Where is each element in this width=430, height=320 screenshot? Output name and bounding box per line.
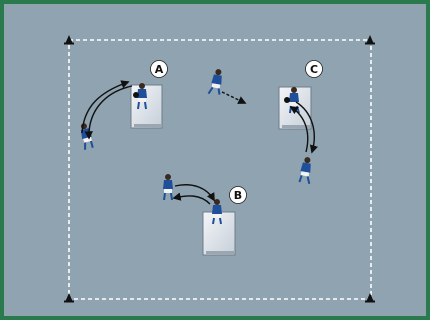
- svg-text:B: B: [234, 189, 242, 202]
- pass-arrow: [81, 80, 130, 134]
- pass-arrow: [172, 192, 211, 205]
- pass-arrow: [289, 106, 309, 153]
- svg-text:A: A: [155, 63, 164, 76]
- player-icon: [212, 199, 222, 225]
- station-label-a: A: [150, 60, 168, 78]
- player-icon: [207, 69, 222, 95]
- svg-text:C: C: [310, 63, 318, 76]
- pass-arrow: [174, 184, 215, 202]
- cone-icon: [64, 293, 74, 303]
- playing-area-boundary: [68, 39, 372, 300]
- station-label-c: C: [305, 60, 323, 78]
- box-icon: [202, 211, 236, 256]
- ball-icon: [284, 97, 290, 103]
- station-label-b: B: [229, 186, 247, 204]
- pass-arrow: [295, 101, 318, 154]
- cone-icon: [64, 35, 74, 45]
- player-icon: [298, 157, 311, 185]
- player-icon: [137, 83, 147, 110]
- cone-icon: [365, 35, 375, 45]
- ball-icon: [133, 92, 139, 98]
- cone-icon: [365, 293, 375, 303]
- pitch: [4, 4, 426, 316]
- player-icon: [163, 174, 173, 201]
- run-arrow: [221, 91, 247, 104]
